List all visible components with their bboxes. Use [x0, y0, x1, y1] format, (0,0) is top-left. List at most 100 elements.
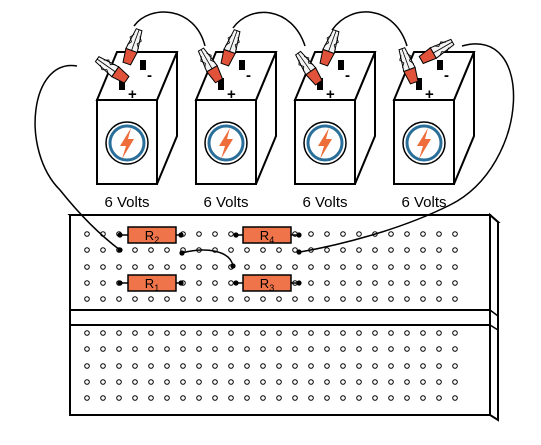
breadboard-hole	[116, 363, 122, 369]
breadboard-hole	[452, 264, 458, 270]
breadboard-hole	[436, 247, 442, 253]
breadboard-hole	[228, 280, 234, 286]
breadboard-hole	[356, 231, 362, 237]
breadboard-hole	[324, 264, 330, 270]
battery: +-6 Volts	[94, 28, 179, 211]
breadboard-hole	[260, 379, 266, 385]
breadboard-hole	[212, 296, 218, 302]
breadboard-hole	[228, 379, 234, 385]
breadboard-hole	[388, 296, 394, 302]
breadboard-hole	[260, 330, 266, 336]
battery: +-6 Volts	[194, 29, 278, 211]
breadboard-hole	[196, 330, 202, 336]
breadboard-hole	[132, 296, 138, 302]
lightning-bolt-icon	[204, 121, 248, 165]
breadboard-hole	[388, 280, 394, 286]
breadboard-hole	[356, 280, 362, 286]
breadboard-hole	[244, 379, 250, 385]
wire-endpoint	[230, 263, 236, 269]
breadboard-hole	[372, 247, 378, 253]
breadboard-hole	[420, 379, 426, 385]
breadboard-hole	[356, 346, 362, 352]
breadboard-hole	[340, 330, 346, 336]
breadboard-hole	[276, 247, 282, 253]
breadboard-hole	[132, 346, 138, 352]
breadboard-hole	[84, 264, 90, 270]
breadboard-hole	[292, 379, 298, 385]
breadboard-hole	[100, 330, 106, 336]
wire-endpoint	[117, 247, 123, 253]
breadboard-hole	[452, 280, 458, 286]
breadboard-hole	[292, 296, 298, 302]
breadboard-hole	[308, 379, 314, 385]
breadboard-hole	[180, 330, 186, 336]
breadboard-hole	[324, 231, 330, 237]
breadboard-hole	[452, 296, 458, 302]
breadboard-hole	[308, 363, 314, 369]
breadboard-hole	[212, 363, 218, 369]
breadboard-hole	[356, 296, 362, 302]
breadboard-hole	[324, 280, 330, 286]
breadboard-hole	[164, 379, 170, 385]
breadboard-hole	[276, 346, 282, 352]
breadboard-hole	[308, 346, 314, 352]
breadboard-hole	[164, 247, 170, 253]
breadboard-hole	[404, 330, 410, 336]
breadboard-hole	[388, 264, 394, 270]
breadboard-hole	[228, 395, 234, 401]
breadboard-hole	[180, 346, 186, 352]
breadboard-hole	[340, 264, 346, 270]
breadboard-hole	[228, 330, 234, 336]
breadboard-hole	[340, 280, 346, 286]
breadboard-hole	[388, 379, 394, 385]
breadboard-hole	[244, 330, 250, 336]
resistor-r3: R3	[233, 274, 302, 293]
breadboard-hole	[404, 379, 410, 385]
breadboard-hole	[228, 247, 234, 253]
breadboard-hole	[260, 363, 266, 369]
breadboard-hole	[228, 296, 234, 302]
breadboard-hole	[164, 264, 170, 270]
negative-terminal-label: -	[345, 67, 350, 84]
breadboard-hole	[228, 346, 234, 352]
breadboard-hole	[452, 363, 458, 369]
breadboard-hole	[308, 231, 314, 237]
alligator-clip-icon	[319, 29, 340, 67]
breadboard-hole	[148, 264, 154, 270]
breadboard-hole	[148, 296, 154, 302]
breadboard-hole	[436, 264, 442, 270]
breadboard-hole	[100, 379, 106, 385]
breadboard-hole	[372, 280, 378, 286]
positive-post	[416, 78, 422, 90]
breadboard-hole	[404, 231, 410, 237]
negative-post	[338, 60, 344, 70]
resistor-r2: R2	[117, 226, 184, 245]
positive-post	[119, 78, 125, 90]
breadboard-hole	[324, 395, 330, 401]
negative-terminal-label: -	[246, 67, 251, 84]
breadboard-hole	[180, 363, 186, 369]
wire-endpoint	[296, 249, 302, 255]
resistor-r4: R4	[233, 226, 302, 245]
jumper-wire-1-2	[133, 11, 206, 47]
breadboard-hole	[388, 363, 394, 369]
breadboard-hole	[84, 247, 90, 253]
breadboard-hole	[260, 247, 266, 253]
breadboard-hole	[292, 346, 298, 352]
wire-left-to-board	[34, 64, 121, 251]
breadboard-hole	[452, 247, 458, 253]
breadboard-hole	[164, 330, 170, 336]
breadboard-hole	[340, 395, 346, 401]
breadboard-hole	[436, 280, 442, 286]
breadboard-hole	[148, 379, 154, 385]
breadboard-hole	[116, 296, 122, 302]
breadboard-hole	[340, 363, 346, 369]
breadboard-hole	[388, 231, 394, 237]
batteries: +-6 Volts+-6 Volts+-6 Volts+-6 Volts	[94, 28, 476, 211]
breadboard-hole	[148, 395, 154, 401]
breadboard-hole	[436, 395, 442, 401]
breadboard-hole	[420, 330, 426, 336]
breadboard-hole	[100, 264, 106, 270]
breadboard-hole	[324, 296, 330, 302]
breadboard-hole	[292, 395, 298, 401]
